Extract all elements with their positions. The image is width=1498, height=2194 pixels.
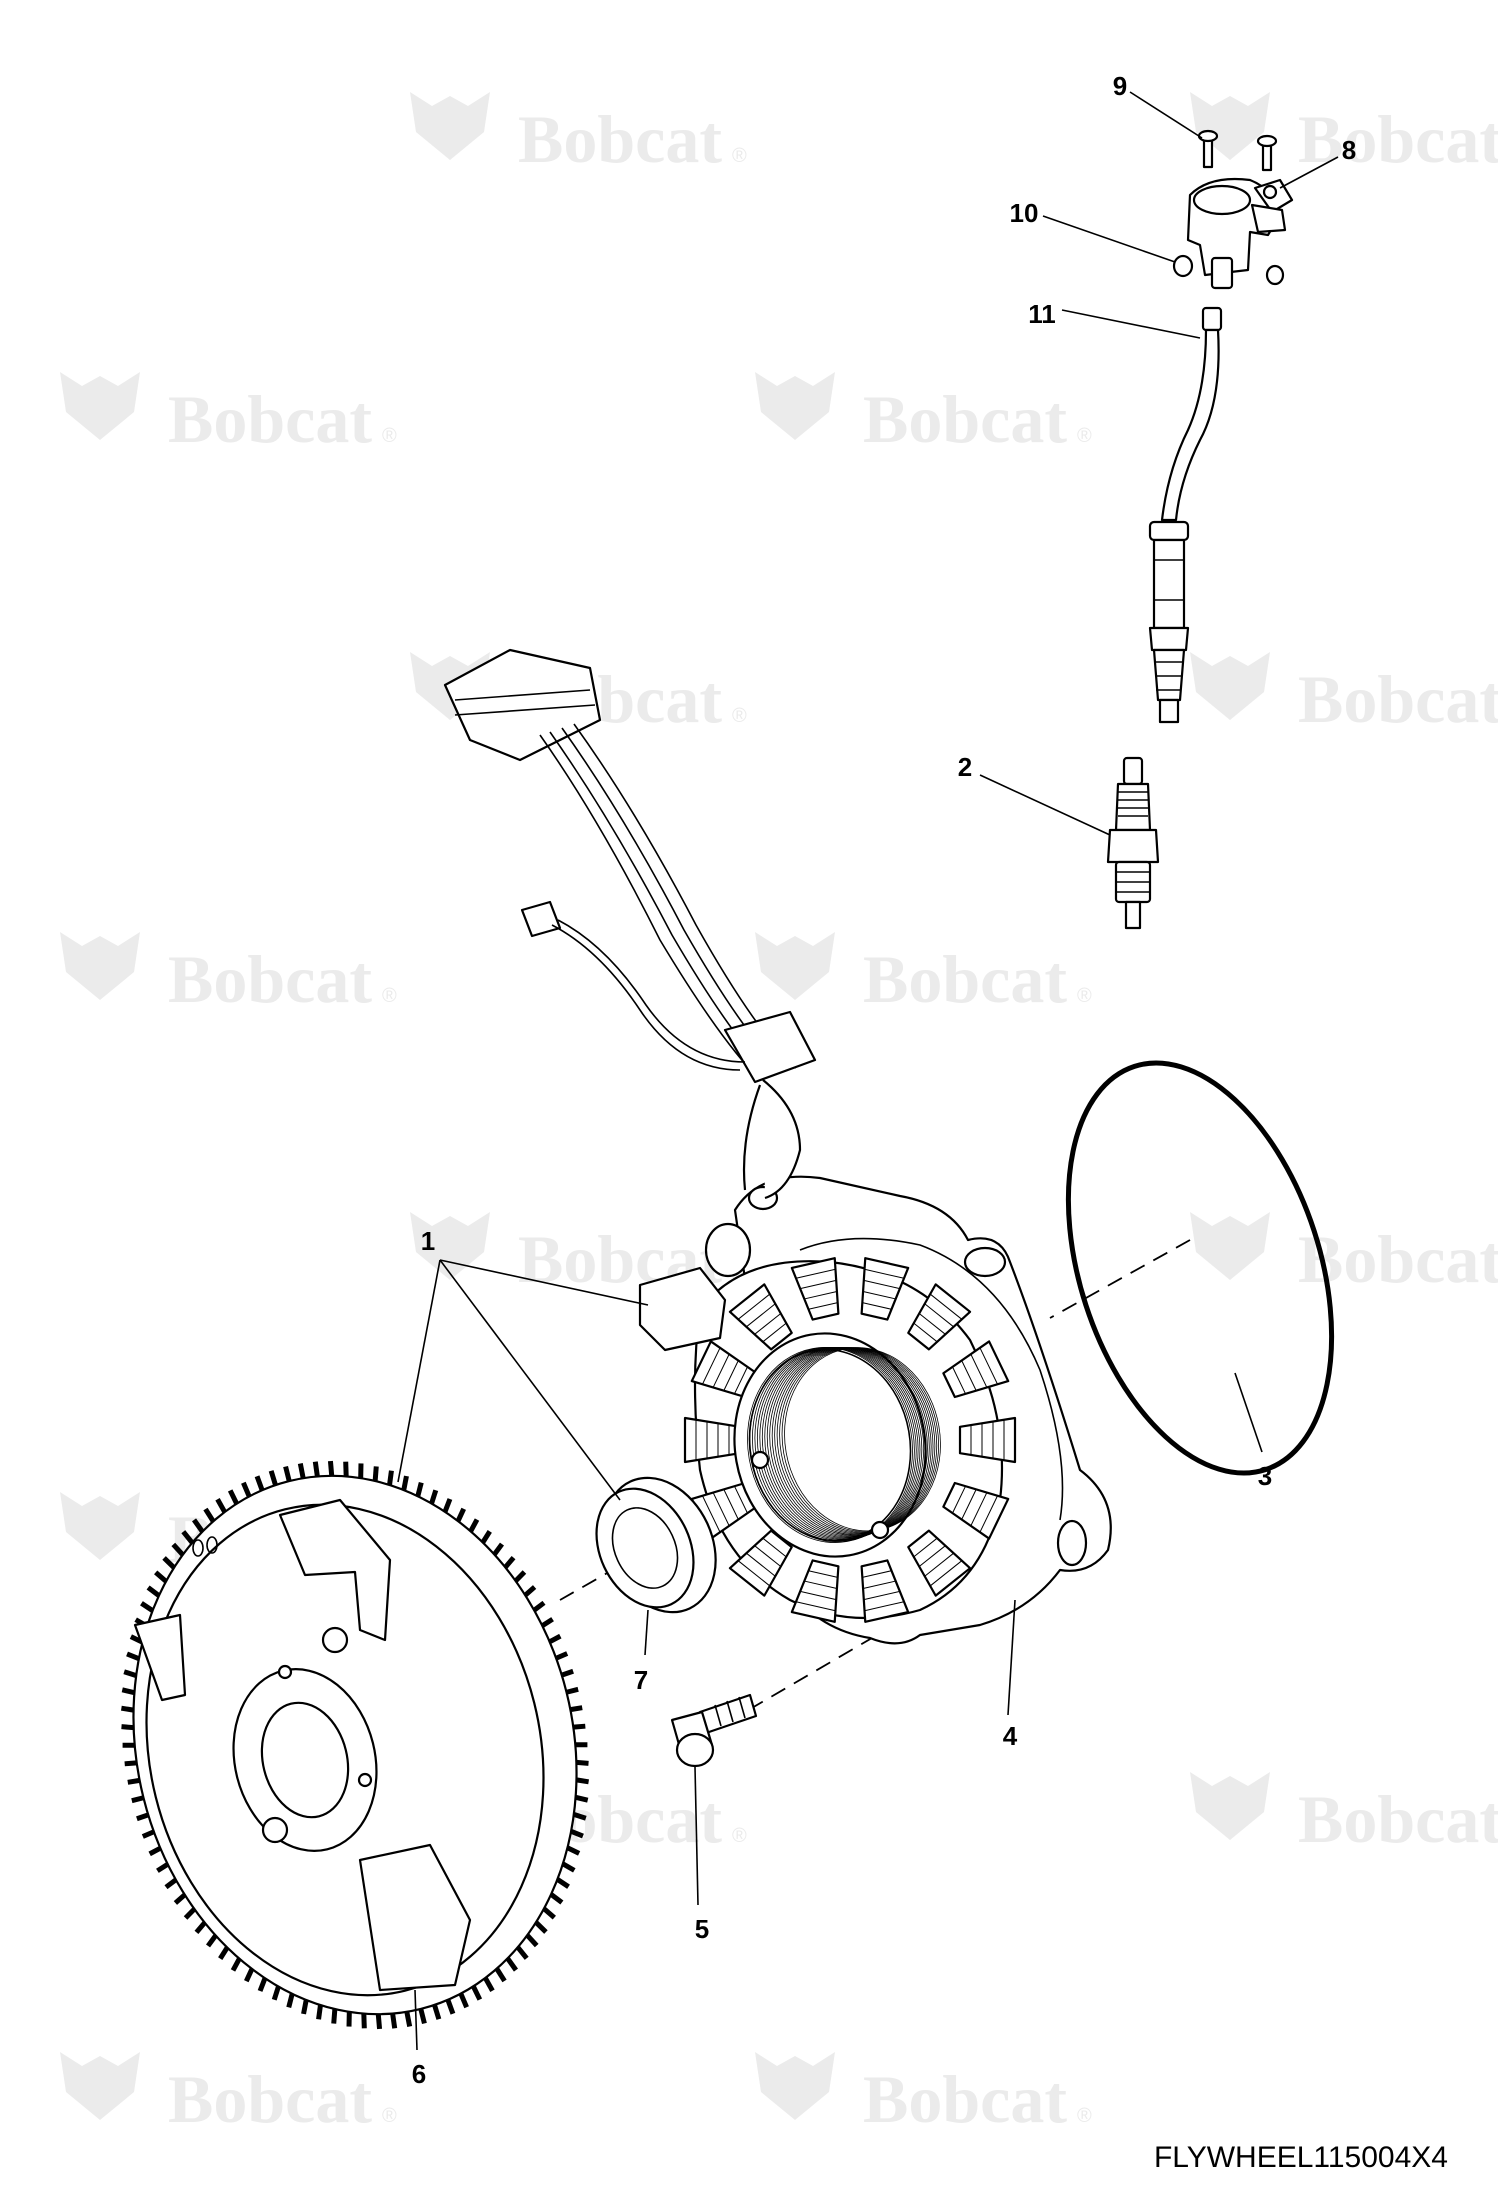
bobcat-logo-icon — [755, 372, 835, 440]
o-ring-part-3 — [1065, 1060, 1335, 1476]
callout-8: 8 — [1342, 135, 1356, 165]
watermark-tile: Bobcat ® — [755, 932, 1092, 1017]
bolt-part-5 — [670, 1693, 758, 1768]
watermark-registered-mark: ® — [1077, 425, 1092, 447]
wiring-harness — [443, 648, 817, 1200]
callout-9: 9 — [1113, 71, 1127, 101]
watermark-tile: Bobcat ® — [60, 2052, 397, 2137]
screws-part-9 — [1197, 129, 1278, 172]
watermark-registered-mark: ® — [732, 1825, 747, 1847]
bobcat-logo-icon — [410, 1212, 490, 1280]
watermark-text: Bobcat — [168, 381, 372, 457]
watermark-tile: Bobcat® — [1190, 652, 1498, 737]
watermark-text: Bobcat — [863, 381, 1067, 457]
watermark-text: Bobcat — [1298, 101, 1498, 177]
callout-2: 2 — [958, 752, 972, 782]
callout-7: 7 — [634, 1665, 648, 1695]
ignition-coil-part-8 — [1186, 177, 1294, 290]
watermark-text: Bobcat — [863, 2061, 1067, 2137]
spark-plug-part-2 — [1106, 756, 1160, 930]
callout-10: 10 — [1010, 198, 1039, 228]
bobcat-logo-icon — [410, 92, 490, 160]
watermark-tile: Bobcat® — [1190, 1212, 1498, 1297]
callout-6: 6 — [412, 2059, 426, 2089]
watermark-tile: Bobcat ® — [410, 92, 747, 177]
bobcat-logo-icon — [60, 1492, 140, 1560]
flywheel-part-6 — [120, 1460, 590, 2030]
oil-seal-part-7 — [595, 1476, 717, 1614]
watermark-tile: Bobcat® — [1190, 92, 1498, 177]
watermark-tile: Bobcat® — [1190, 1772, 1498, 1857]
callout-labels: 1 2 3 4 5 6 7 8 9 10 11 — [412, 71, 1356, 2089]
watermark-tile: Bobcat ® — [60, 932, 397, 1017]
watermark-registered-mark: ® — [1077, 2105, 1092, 2127]
bobcat-logo-icon — [1190, 92, 1270, 160]
watermark-text: Bobcat — [168, 2061, 372, 2137]
callout-5: 5 — [695, 1914, 709, 1944]
nuts-part-10 — [1172, 254, 1285, 286]
watermark-tile: Bobcat ® — [60, 372, 397, 457]
watermark-text: Bobcat — [518, 101, 722, 177]
bobcat-logo-icon — [755, 2052, 835, 2120]
watermark-registered-mark: ® — [382, 425, 397, 447]
ignition-lead-part-11 — [1148, 306, 1223, 724]
watermark-tile: Bobcat ® — [755, 372, 1092, 457]
callout-11: 11 — [1028, 299, 1056, 329]
watermark-registered-mark: ® — [732, 705, 747, 727]
bobcat-logo-icon — [1190, 652, 1270, 720]
callout-3: 3 — [1258, 1461, 1272, 1491]
callout-1: 1 — [421, 1226, 435, 1256]
bobcat-logo-icon — [1190, 1212, 1270, 1280]
watermark-tile: Bobcat ® — [755, 2052, 1092, 2137]
watermark-text: Bobcat — [1298, 1221, 1498, 1297]
bobcat-logo-icon — [1190, 1772, 1270, 1840]
bobcat-logo-icon — [755, 932, 835, 1000]
watermark-text: Bobcat — [1298, 661, 1498, 737]
callout-4: 4 — [1003, 1721, 1018, 1751]
watermark-registered-mark: ® — [382, 985, 397, 1007]
bobcat-logo-icon — [60, 932, 140, 1000]
watermark-text: Bobcat — [863, 941, 1067, 1017]
bobcat-logo-icon — [60, 2052, 140, 2120]
watermark-layer: Bobcat ® Bobcat ® Bobcat ® Bobcat ® Bobcat ® Bobca… — [60, 92, 1498, 2137]
watermark-text: Bobcat — [168, 941, 372, 1017]
watermark-registered-mark: ® — [732, 145, 747, 167]
watermark-text: Bobcat — [1298, 1781, 1498, 1857]
watermark-registered-mark: ® — [1077, 985, 1092, 1007]
watermark-registered-mark: ® — [382, 2105, 397, 2127]
drawing-code: FLYWHEEL115004X4 — [1154, 2141, 1448, 2174]
leader-lines — [397, 91, 1339, 2051]
bobcat-logo-icon — [60, 372, 140, 440]
